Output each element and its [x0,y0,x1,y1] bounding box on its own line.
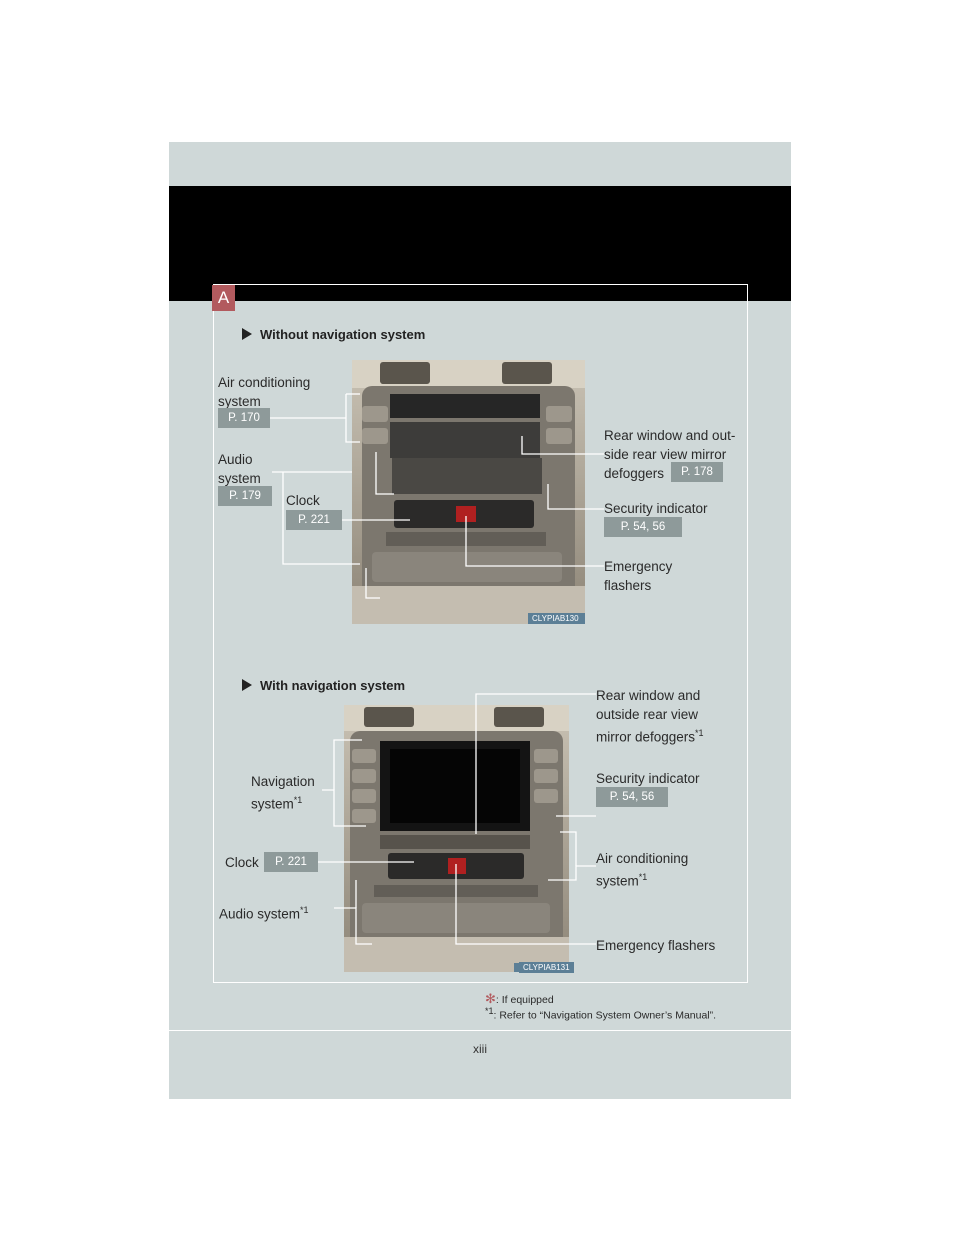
audio-ref[interactable]: P. 179 [218,486,272,506]
nav-security-indicator-ref[interactable]: P. 54, 56 [596,787,668,807]
nav-clock-ref[interactable]: P. 221 [264,852,318,872]
air-conditioning-label: Air conditioning system [218,375,311,409]
triangle-bullet-icon [242,328,252,340]
without-nav-heading: Without navigation system [242,327,425,342]
footnote-mark: *1 [638,872,648,882]
footnote-mark: *1 [300,905,309,915]
air-conditioning-ref[interactable]: P. 170 [218,408,270,428]
image-code: CLYPIAB130 [528,613,583,624]
nav-air-conditioning-label: Air conditioning system*1 [596,851,689,889]
rear-defoggers-label: Rear window and out- side rear view mirr… [604,428,736,481]
bottom-rule [169,1030,791,1031]
header-bar [169,186,791,301]
security-indicator-label: Security indicator [604,501,708,516]
nav-audio-system-label: Audio system*1 [219,905,309,922]
section-badge: A [212,285,235,311]
footnote-mark: *1 [695,728,704,738]
footnote-equipped: ✻: If equipped [485,991,554,1006]
nav-security-indicator-label: Security indicator [596,771,700,786]
clock-label: Clock [286,493,320,508]
footnote-ref: *1: Refer to “Navigation System Owner’s … [485,1006,717,1022]
footnote-mark: *1 [293,795,303,805]
page-number: xiii [473,1042,487,1056]
nav-clock-label: Clock [225,855,259,870]
with-nav-heading: With navigation system [242,678,405,693]
security-indicator-ref[interactable]: P. 54, 56 [604,517,682,537]
triangle-bullet-icon [242,679,252,691]
nav-rear-defoggers-label: Rear window and outside rear view mirror… [596,688,704,745]
clock-ref[interactable]: P. 221 [286,510,342,530]
navigation-system-label: Navigation system*1 [251,774,315,812]
section-frame [213,284,748,983]
asterisk-icon: ✻ [485,991,496,1006]
image-code: CLYPIAB131 [519,962,574,973]
audio-label: Audio system [218,452,261,486]
nav-emergency-flashers-label: Emergency flashers [596,938,716,953]
emergency-flashers-label: Emergency flashers [604,559,673,593]
rear-defoggers-ref[interactable]: P. 178 [671,462,723,482]
